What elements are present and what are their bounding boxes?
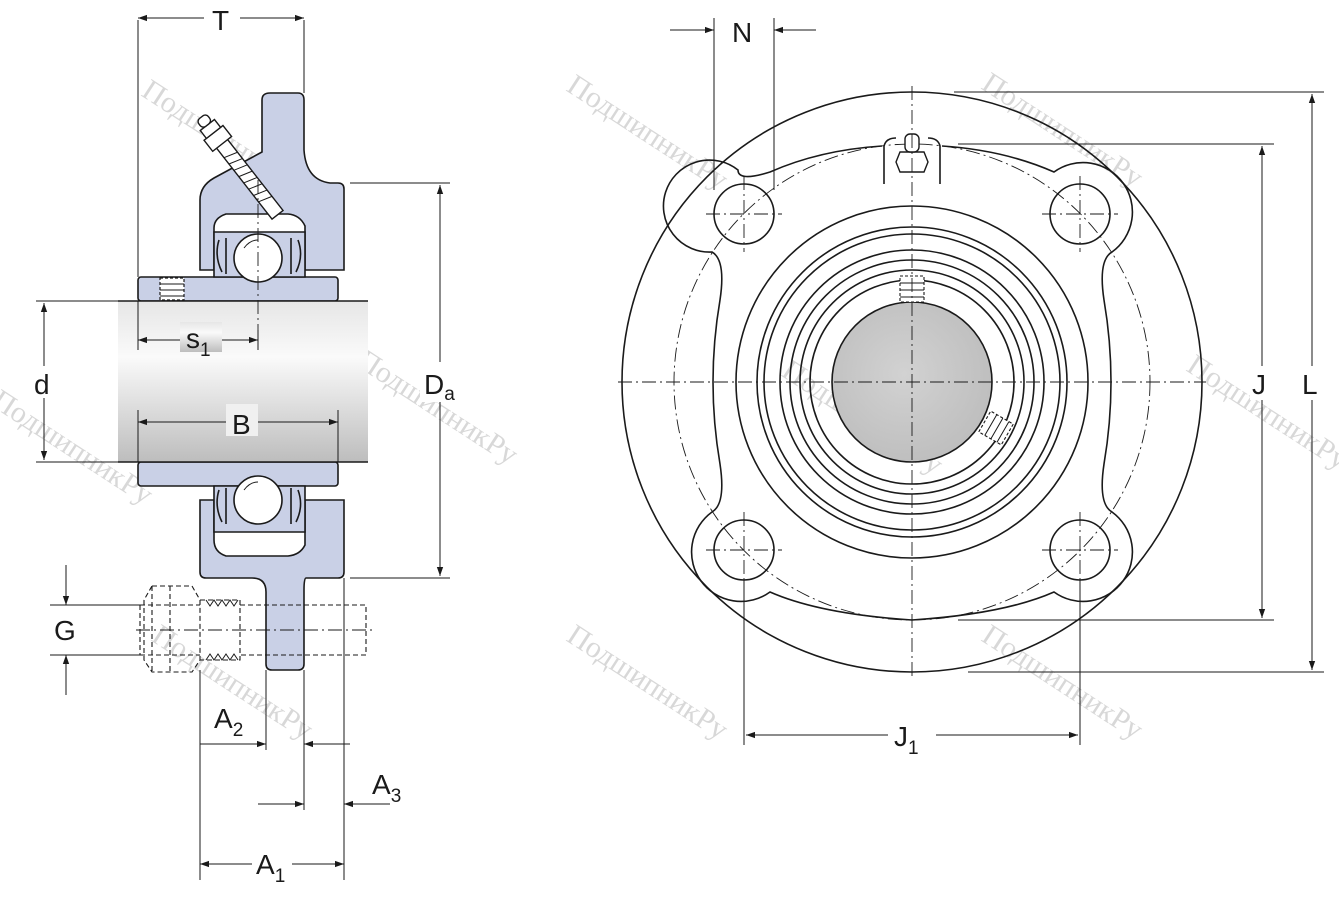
- label-s1: s1: [186, 323, 211, 361]
- watermark-text: ПодшипникРу: [976, 66, 1149, 194]
- watermark-text: ПодшипникРу: [561, 618, 734, 746]
- label-T: T: [212, 5, 229, 36]
- grease-nipple: [197, 114, 285, 221]
- watermark-text: ПодшипникРу: [561, 68, 734, 196]
- label-G: G: [54, 615, 76, 646]
- housing-upper: [199, 92, 345, 271]
- set-screw: [159, 277, 185, 301]
- grease-notch: [883, 137, 941, 184]
- label-Da: Da: [424, 369, 455, 405]
- label-A1: A1: [256, 849, 285, 887]
- seal-lower-right: [290, 488, 302, 524]
- seal-upper-right: [290, 238, 302, 274]
- label-J: J: [1252, 369, 1266, 400]
- mounting-bolt: [136, 585, 372, 673]
- front-view: N J L J1: [618, 17, 1326, 759]
- label-d: d: [34, 369, 50, 400]
- set-screw-right-front: [977, 410, 1015, 446]
- flange-lobes: [662, 145, 1134, 621]
- side-section-view: T s1 B d Da G A2 A3 A1: [30, 2, 462, 887]
- label-L: L: [1302, 369, 1318, 400]
- seal-upper-left: [216, 238, 227, 274]
- label-B: B: [232, 409, 251, 440]
- label-A2: A2: [214, 703, 243, 741]
- seal-lower-left: [216, 488, 227, 524]
- label-A3: A3: [372, 769, 401, 807]
- watermark-text: ПодшипникРу: [976, 618, 1149, 746]
- inner-ring-lower: [137, 461, 339, 487]
- housing-lower: [199, 499, 345, 671]
- ball-lower: [233, 475, 283, 525]
- label-N: N: [732, 17, 752, 48]
- label-J1: J1: [894, 721, 919, 759]
